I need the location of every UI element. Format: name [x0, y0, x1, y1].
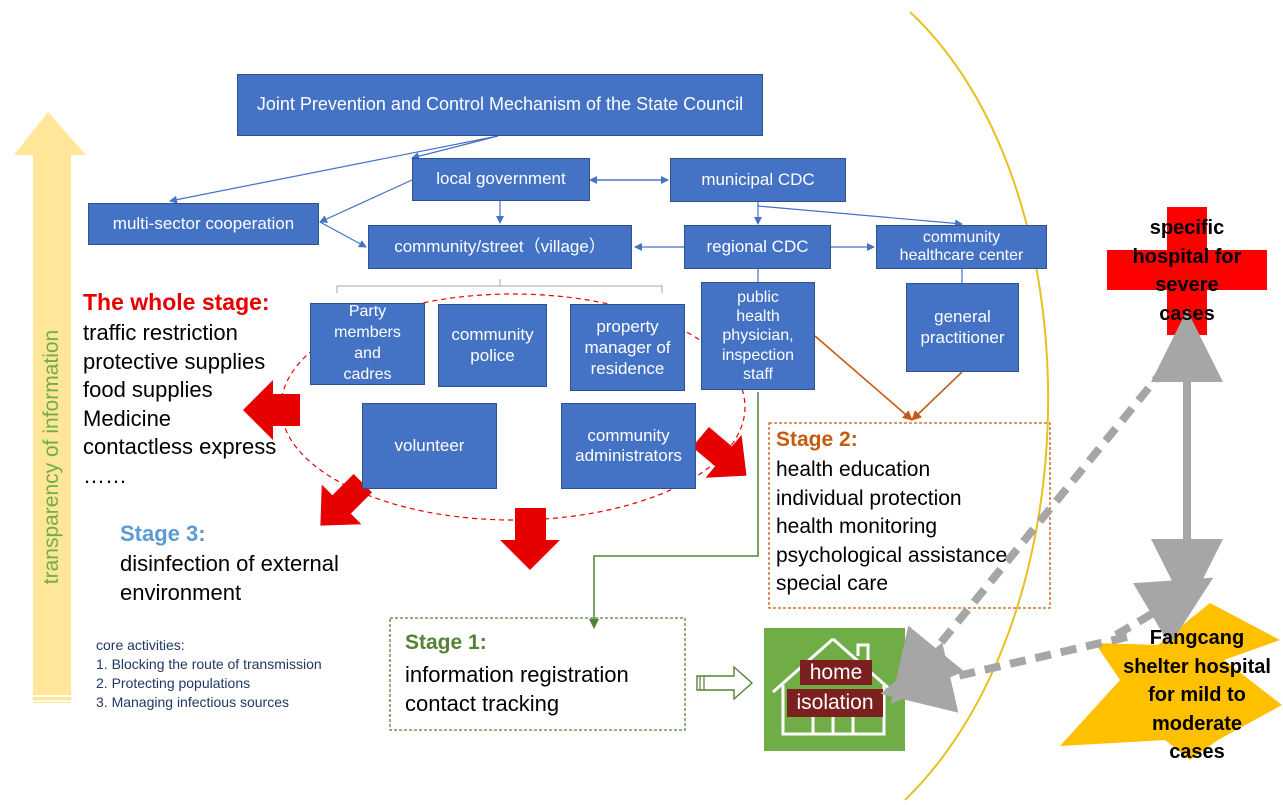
stage2-box [768, 422, 1051, 609]
stage3-text: disinfection of external environment [120, 551, 339, 605]
stage1-box [389, 617, 686, 731]
yellow-star-icon [1060, 603, 1282, 760]
community-street-box: community/street（village） [368, 225, 632, 269]
stage2-item: individual protection [776, 486, 962, 510]
fangcang-hospital-label: Fangcang shelter hospital for mild to mo… [1123, 627, 1271, 763]
local-government-box: local government [412, 158, 590, 201]
stage2-item: health education [776, 458, 931, 481]
arrow-stage3 [320, 474, 372, 526]
stage2-list: health education individual protection h… [776, 456, 1007, 599]
public-health-physician-box: public health physician, inspection staf… [701, 282, 815, 390]
boundary-arc [904, 11, 1050, 801]
transparency-arrow [14, 112, 86, 703]
whole-stage-item: protective supplies [83, 348, 266, 374]
whole-stage-item: food supplies [83, 377, 213, 402]
whole-stage-item: …… [83, 462, 127, 488]
regional-cdc-box: regional CDC [684, 225, 831, 269]
transfer-arrow [696, 665, 754, 701]
stage1-title: Stage 1: [405, 631, 487, 654]
arrow-stage1 [500, 508, 560, 570]
multi-sector-box: multi-sector cooperation [88, 203, 319, 245]
whole-stage-item: contactless express [83, 434, 277, 459]
transparency-label: transparency of information [40, 329, 63, 585]
joint-mechanism-box: Joint Prevention and Control Mechanism o… [237, 74, 763, 136]
core-activity-item: 1. Blocking the route of transmission [96, 656, 322, 672]
hierarchy-connectors [169, 135, 963, 283]
whole-stage-item: Medicine [83, 405, 172, 431]
core-activities-title: core activities: [96, 637, 185, 653]
stage3-title: Stage 3: [120, 521, 206, 546]
core-activity-item: 2. Protecting populations [96, 675, 251, 691]
core-activities-list: 1. Blocking the route of transmission 2.… [96, 655, 322, 712]
core-activity-item: 3. Managing infectious sources [96, 694, 289, 710]
home-label: home [809, 661, 863, 684]
municipal-cdc-box: municipal CDC [670, 158, 846, 202]
community-healthcare-box: community healthcare center [876, 225, 1047, 269]
stage1-list: information registration contact trackin… [405, 660, 629, 718]
whole-stage-list: traffic restriction protective supplies … [83, 319, 276, 490]
property-manager-box: property manager of residence [570, 304, 685, 391]
red-arrows [243, 380, 747, 570]
community-ellipse [280, 293, 746, 521]
stage2-item: health monitoring [776, 515, 938, 538]
whole-stage-item: traffic restriction [83, 320, 238, 345]
community-administrators-box: community administrators [561, 403, 696, 489]
stage1-item: contact tracking [405, 691, 560, 716]
arrow-whole-stage [243, 380, 300, 440]
specific-hospital-label: specific hospital for severe cases [1132, 217, 1242, 325]
gray-dashed-arrows [880, 310, 1223, 713]
stage1-item: information registration [405, 662, 629, 687]
volunteer-box: volunteer [362, 403, 497, 489]
general-practitioner-box: general practitioner [906, 283, 1019, 372]
community-police-box: community police [438, 304, 547, 387]
stage2-title: Stage 2: [776, 428, 858, 451]
stage2-item: special care [776, 572, 889, 595]
party-members-box: Party members and cadres [310, 303, 425, 385]
isolation-label: isolation [796, 691, 874, 714]
arrow-stage2 [692, 427, 747, 478]
whole-stage-title: The whole stage: [83, 289, 270, 315]
stage2-item: psychological assistance [776, 543, 1008, 567]
